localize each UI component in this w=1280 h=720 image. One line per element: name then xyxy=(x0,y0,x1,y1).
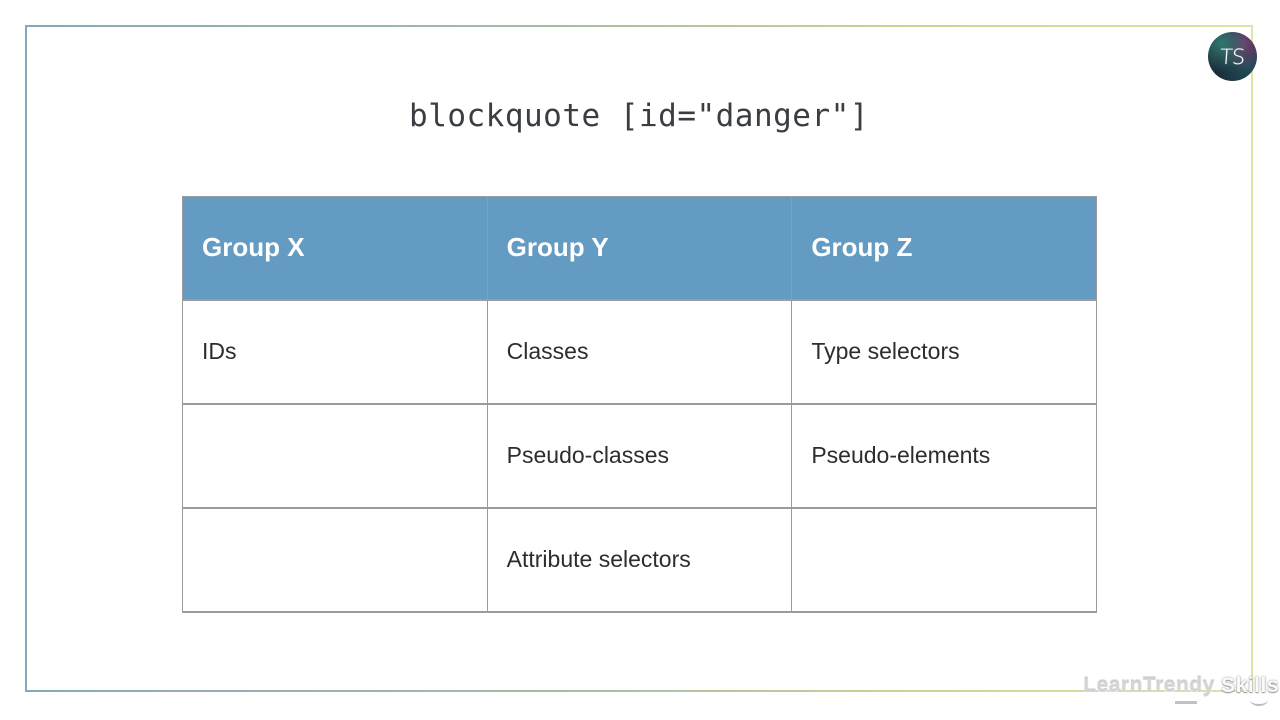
slide-border-frame: blockquote [id="danger"] Group X Group Y… xyxy=(25,25,1253,692)
cell-empty xyxy=(182,402,488,509)
learntrendy-skills-logo: TS xyxy=(1208,32,1257,81)
cell-type-selectors: Type selectors xyxy=(791,298,1097,405)
header-group-x: Group X xyxy=(182,196,488,300)
cell-ids: IDs xyxy=(182,298,488,405)
watermark-underline-arc xyxy=(1250,694,1268,706)
cell-empty xyxy=(791,506,1097,613)
slide-title: blockquote [id="danger"] xyxy=(409,98,869,134)
table-row: Attribute selectors xyxy=(182,506,1097,613)
cell-pseudo-elements: Pseudo-elements xyxy=(791,402,1097,509)
watermark: LearnTrendy Skills xyxy=(1083,674,1279,698)
watermark-underline-dash xyxy=(1175,701,1197,704)
slide-canvas: blockquote [id="danger"] Group X Group Y… xyxy=(27,27,1251,690)
watermark-text-learntrendy: LearnTrendy xyxy=(1083,674,1215,697)
cell-attribute-selectors: Attribute selectors xyxy=(486,506,793,613)
table-header-row: Group X Group Y Group Z xyxy=(182,196,1097,300)
selector-specificity-table: Group X Group Y Group Z IDs Classes Type… xyxy=(182,196,1097,613)
header-group-z: Group Z xyxy=(791,196,1097,300)
watermark-text-skills: Skills xyxy=(1214,674,1279,697)
header-group-y: Group Y xyxy=(486,196,793,300)
cell-classes: Classes xyxy=(486,298,793,405)
logo-monogram-text: TS xyxy=(1219,44,1246,69)
table-row: IDs Classes Type selectors xyxy=(182,298,1097,405)
cell-empty xyxy=(182,506,488,613)
cell-pseudo-classes: Pseudo-classes xyxy=(486,402,793,509)
table-row: Pseudo-classes Pseudo-elements xyxy=(182,402,1097,509)
